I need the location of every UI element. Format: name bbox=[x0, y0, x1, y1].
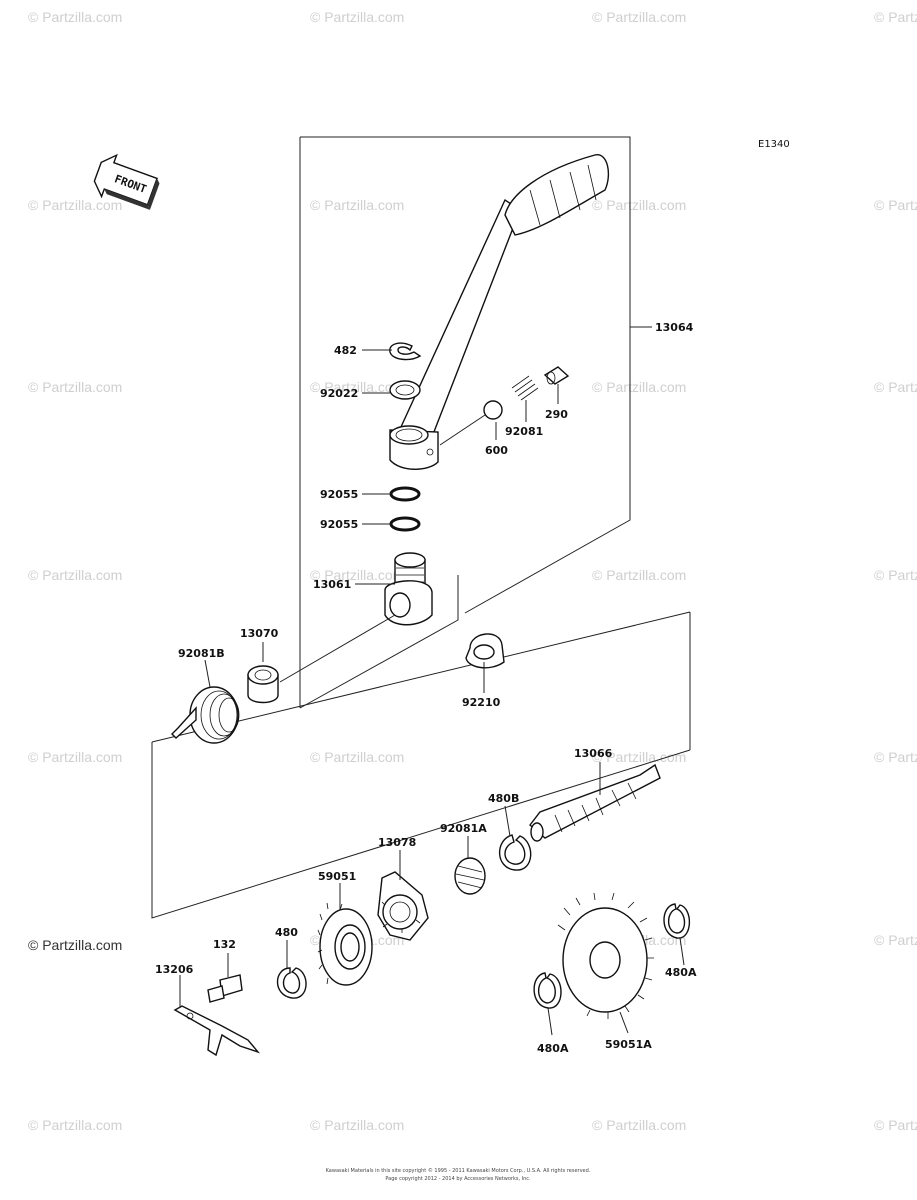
watermark: © Partzilla.com bbox=[592, 197, 686, 213]
label-13064: 13064 bbox=[655, 321, 694, 334]
bolt-132 bbox=[207, 974, 243, 1003]
watermark: © Partzilla.com bbox=[592, 379, 686, 395]
watermark: © Partzilla.com bbox=[874, 9, 917, 25]
watermark: © Partzilla.com bbox=[28, 567, 122, 583]
lever-13206 bbox=[173, 1005, 261, 1057]
o-ring-92055-upper bbox=[389, 486, 421, 502]
watermark: © Partzilla.com bbox=[874, 197, 917, 213]
circlip-480A-right bbox=[663, 903, 691, 939]
circlip-480B bbox=[498, 834, 532, 871]
label-480B: 480B bbox=[488, 792, 519, 805]
o-ring-92055-lower bbox=[389, 516, 421, 532]
watermark: © Partzilla.com bbox=[874, 749, 917, 765]
label-480: 480 bbox=[275, 926, 298, 939]
watermark: © Partzilla.com bbox=[874, 932, 917, 948]
spring-92081 bbox=[511, 375, 539, 401]
washer-92022 bbox=[389, 380, 421, 400]
watermark: © Partzilla.com bbox=[874, 567, 917, 583]
label-59051A: 59051A bbox=[605, 1038, 652, 1051]
label-92081: 92081 bbox=[505, 425, 543, 438]
watermark: © Partzilla.com bbox=[310, 1117, 404, 1133]
label-92210: 92210 bbox=[462, 696, 501, 709]
label-92055: 92055 bbox=[320, 518, 358, 531]
watermark: © Partzilla.com bbox=[874, 379, 917, 395]
watermark: © Partzilla.com bbox=[28, 379, 122, 395]
watermark-layer: © Partzilla.com © Partzilla.com © Partzi… bbox=[28, 9, 917, 1133]
watermark: © Partzilla.com bbox=[28, 749, 122, 765]
plug-290 bbox=[543, 366, 570, 385]
kick-pedal-lever bbox=[389, 154, 610, 470]
torsion-spring-92081B bbox=[171, 686, 240, 744]
ratchet-13078 bbox=[377, 871, 429, 941]
watermark: © Partzilla.com bbox=[310, 567, 404, 583]
label-482: 482 bbox=[334, 344, 357, 357]
label-290: 290 bbox=[545, 408, 568, 421]
copyright-line: Kawasaki Materials in this site copyrigh… bbox=[326, 1167, 591, 1174]
gear-59051A bbox=[557, 892, 654, 1019]
label-13206: 13206 bbox=[155, 963, 194, 976]
label-13066: 13066 bbox=[574, 747, 613, 760]
ball-600 bbox=[483, 400, 503, 420]
watermark: © Partzilla.com bbox=[310, 749, 404, 765]
label-600: 600 bbox=[485, 444, 508, 457]
diagram-code: E1340 bbox=[758, 139, 790, 150]
watermark: © Partzilla.com bbox=[28, 9, 122, 25]
label-132: 132 bbox=[213, 938, 236, 951]
watermark-dark: © Partzilla.com bbox=[28, 937, 122, 953]
watermark: © Partzilla.com bbox=[310, 197, 404, 213]
label-92055: 92055 bbox=[320, 488, 358, 501]
part-labels: 482 92022 92055 92055 13061 13070 92081B… bbox=[155, 321, 697, 1055]
guide-92210 bbox=[465, 633, 505, 669]
front-arrow-icon: FRONT bbox=[93, 153, 160, 210]
label-13061: 13061 bbox=[313, 578, 351, 591]
kick-shaft-13061 bbox=[384, 552, 433, 626]
label-92081A: 92081A bbox=[440, 822, 487, 835]
label-480A: 480A bbox=[537, 1042, 569, 1055]
watermark: © Partzilla.com bbox=[310, 9, 404, 25]
label-92022: 92022 bbox=[320, 387, 358, 400]
collar-13070 bbox=[247, 665, 279, 704]
circlip-480 bbox=[276, 967, 307, 999]
watermark: © Partzilla.com bbox=[592, 749, 686, 765]
watermark: © Partzilla.com bbox=[592, 9, 686, 25]
watermark: © Partzilla.com bbox=[28, 1117, 122, 1133]
watermark: © Partzilla.com bbox=[592, 567, 686, 583]
watermark: © Partzilla.com bbox=[874, 1117, 917, 1133]
label-59051: 59051 bbox=[318, 870, 356, 883]
assembly-frames bbox=[151, 136, 691, 919]
label-13070: 13070 bbox=[240, 627, 279, 640]
gear-59051 bbox=[317, 902, 373, 986]
leader-lines bbox=[179, 326, 685, 1036]
label-480A: 480A bbox=[665, 966, 697, 979]
label-92081B: 92081B bbox=[178, 647, 225, 660]
circlip-482 bbox=[389, 342, 422, 361]
copyright-line: Page copyright 2012 - 2014 by Accessorie… bbox=[385, 1176, 531, 1182]
watermark: © Partzilla.com bbox=[592, 1117, 686, 1133]
circlip-480A-bottom bbox=[533, 972, 562, 1009]
watermark: © Partzilla.com bbox=[310, 379, 404, 395]
spring-92081A bbox=[454, 857, 486, 895]
watermark: © Partzilla.com bbox=[28, 197, 122, 213]
shaft-13066 bbox=[529, 763, 661, 842]
label-13078: 13078 bbox=[378, 836, 416, 849]
